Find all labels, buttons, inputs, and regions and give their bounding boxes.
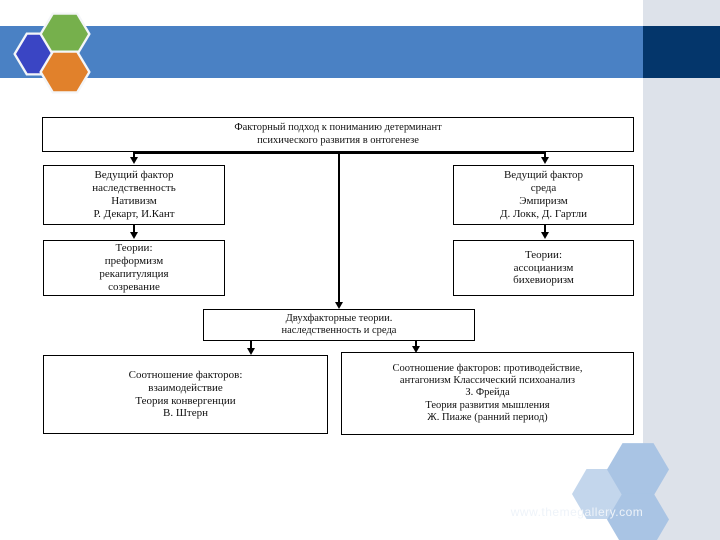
connector-root-to-two-factor bbox=[338, 152, 340, 304]
logo bbox=[13, 12, 91, 94]
node-two-factor-theories: Двухфакторные теории. наследственность и… bbox=[203, 309, 475, 341]
green-hexagon-icon bbox=[39, 12, 91, 56]
connector-root-to-right bbox=[544, 152, 546, 159]
decorative-hexagon-top-icon bbox=[607, 442, 669, 497]
connector-two-factor-to-bottom-right bbox=[415, 341, 417, 348]
node-bottom-left: Соотношение факторов: взаимодействие Тео… bbox=[43, 355, 328, 434]
connector-right-to-right-theories bbox=[544, 225, 546, 234]
arrow-two-factor-to-bottom-left bbox=[246, 348, 255, 355]
arrow-root-to-right bbox=[540, 157, 549, 164]
node-bottom-right-label: Соотношение факторов: противодействие, а… bbox=[392, 362, 583, 424]
node-right-theories-label: Теории: ассоцианизм бихевиоризм bbox=[513, 248, 574, 287]
arrow-right-to-right-theories bbox=[540, 232, 549, 239]
connector-two-factor-to-bottom-left bbox=[250, 341, 252, 350]
arrow-root-to-left bbox=[129, 157, 138, 164]
connector-root-spine bbox=[134, 152, 546, 154]
node-root: Факторный подход к пониманию детерминант… bbox=[42, 117, 634, 152]
node-left-theories: Теории: преформизм рекапитуляция созрева… bbox=[43, 240, 225, 296]
header-banner-dark-block bbox=[643, 26, 720, 78]
node-right-factor-label: Ведущий фактор среда Эмпиризм Д. Локк, Д… bbox=[499, 169, 588, 220]
node-right-factor: Ведущий фактор среда Эмпиризм Д. Локк, Д… bbox=[453, 165, 634, 225]
arrow-root-to-two-factor bbox=[334, 302, 343, 309]
node-root-label: Факторный подход к пониманию детерминант… bbox=[234, 122, 442, 146]
orange-hexagon-icon bbox=[39, 50, 91, 94]
connector-root-to-left bbox=[133, 152, 135, 159]
node-bottom-right: Соотношение факторов: противодействие, а… bbox=[341, 352, 634, 435]
header-banner-bar bbox=[0, 26, 643, 78]
connector-left-to-left-theories bbox=[133, 225, 135, 234]
watermark-text: www.themegallery.com bbox=[510, 505, 644, 519]
arrow-two-factor-to-bottom-right bbox=[411, 346, 420, 353]
arrow-left-to-left-theories bbox=[129, 232, 138, 239]
node-left-factor-label: Ведущий фактор наследственность Нативизм… bbox=[92, 169, 176, 220]
node-left-factor: Ведущий фактор наследственность Нативизм… bbox=[43, 165, 225, 225]
node-two-factor-theories-label: Двухфакторные теории. наследственность и… bbox=[281, 312, 397, 336]
node-bottom-left-label: Соотношение факторов: взаимодействие Тео… bbox=[128, 368, 243, 420]
node-right-theories: Теории: ассоцианизм бихевиоризм bbox=[453, 240, 634, 296]
node-left-theories-label: Теории: преформизм рекапитуляция созрева… bbox=[99, 242, 169, 293]
decorative-hexagon-bottom-icon bbox=[607, 492, 669, 540]
